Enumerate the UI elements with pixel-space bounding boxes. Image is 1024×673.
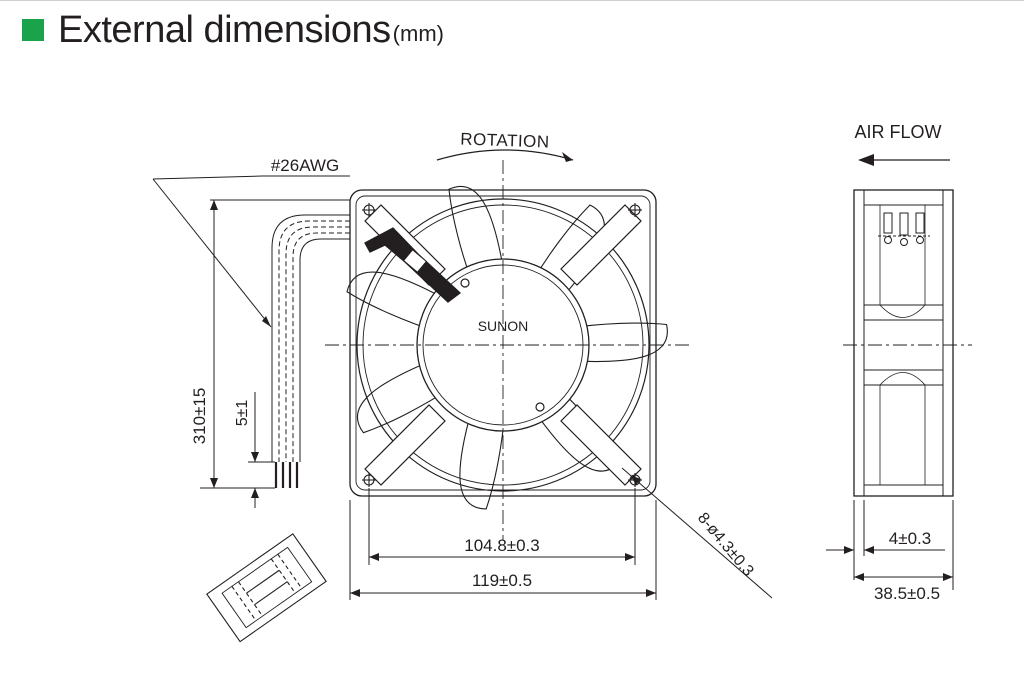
side-housing [853, 189, 954, 497]
section-unit: (mm) [392, 21, 444, 46]
frame-size-label: 119±0.5 [472, 571, 532, 590]
section-title: External dimensions [58, 8, 391, 51]
brand-label: SUNON [478, 318, 529, 334]
hub-hole [535, 402, 545, 412]
mount-hole-callout: 8-ø4.3±0.3 [621, 467, 773, 599]
wire-connector-detail [206, 533, 327, 643]
mounting-holes [362, 203, 642, 487]
flange-dimension: 4±0.3 [826, 500, 945, 580]
hub-hole [460, 278, 470, 288]
green-square-icon [22, 19, 44, 41]
lead-length-label: 310±15 [190, 388, 209, 445]
wire-bundle [271, 214, 350, 462]
rotation-indicator: ROTATION [436, 129, 574, 162]
top-rule [0, 0, 1024, 1]
stripped-wire-ends [274, 462, 299, 488]
rotation-arrow-icon [436, 149, 574, 161]
side-terminals-icon [878, 212, 930, 246]
center-lines [325, 160, 690, 540]
depth-label: 38.5±0.5 [874, 584, 940, 603]
lead-length-dimension: 310±15 [190, 199, 350, 489]
mount-holes-label: 8-ø4.3±0.3 [694, 510, 757, 580]
airflow-label: AIR FLOW [854, 122, 941, 142]
flange-thickness-label: 4±0.3 [889, 529, 931, 548]
lead-wires: #26AWG [152, 156, 350, 488]
section-header: External dimensions (mm) [22, 8, 444, 52]
rotation-label: ROTATION [460, 129, 550, 151]
hole-spacing-label: 104.8±0.3 [464, 536, 540, 555]
side-view: AIR FLOW [826, 122, 972, 603]
strip-length-label: 5±1 [234, 400, 251, 427]
strip-length-dimension: 5±1 [234, 392, 275, 508]
depth-dimension: 38.5±0.5 [854, 500, 954, 603]
width-dimensions: 104.8±0.3 119±0.5 [349, 488, 657, 600]
front-view: SUNON [325, 160, 690, 540]
wire-gauge-label: #26AWG [271, 156, 339, 175]
